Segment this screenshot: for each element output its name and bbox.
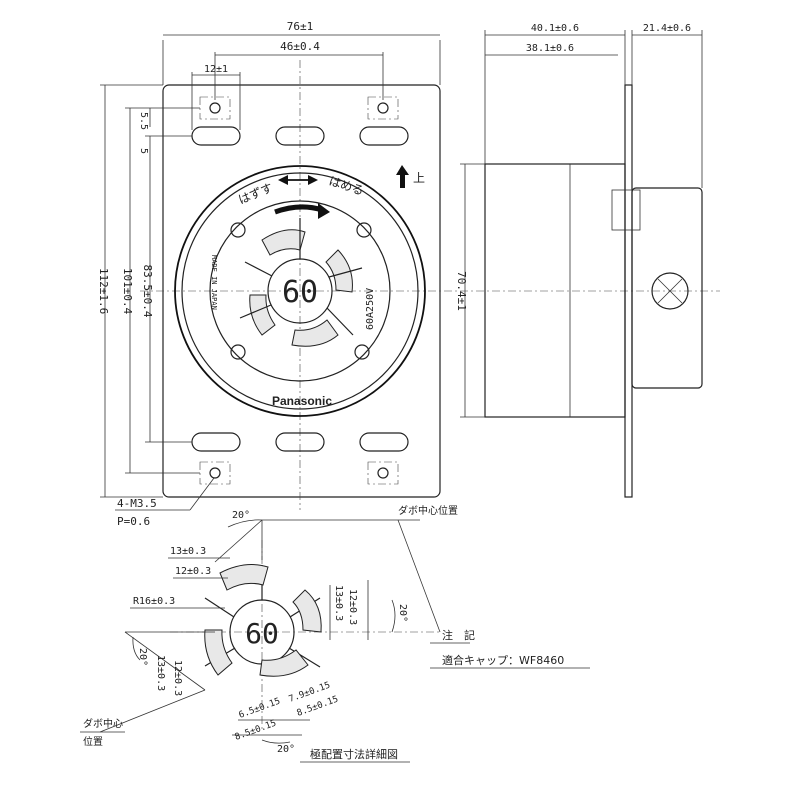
- spoke-4: [239, 304, 272, 319]
- blade-slot-left: [249, 294, 276, 336]
- blade-slot-top: [261, 229, 306, 256]
- dim-offset-5-5: 5.5: [138, 112, 149, 130]
- detail-center-ref-left-1: ダボ中心: [83, 717, 123, 730]
- screw-hole-bottom-right: [367, 461, 399, 485]
- detail-b65: 6.5±0.15: [238, 697, 282, 721]
- rotate-arrow: [274, 204, 323, 215]
- terminal-screw-icon: [651, 272, 689, 310]
- slot-top-left: [191, 126, 241, 146]
- screw-spec: 4-M3.5: [117, 497, 157, 510]
- made-label: MADE IN JAPAN: [210, 255, 218, 310]
- insert-label: はめる: [327, 174, 366, 198]
- dim-depth-214: 21.4±0.6: [643, 23, 691, 34]
- terminal-block: [631, 187, 703, 389]
- receptacle-ring-2: [181, 172, 419, 410]
- detail-d13-right: 13±0.3: [333, 585, 344, 621]
- spoke-3: [326, 307, 354, 336]
- detail-d12-left: 12±0.3: [172, 660, 183, 696]
- dim-height-835: 83.5±0.4: [141, 265, 154, 318]
- detail-blade-left: [204, 629, 233, 676]
- rotate-arrow-head: [318, 203, 330, 219]
- dim-offset-5: 5: [138, 148, 149, 154]
- receptacle-face: [209, 200, 391, 382]
- slot-bottom-right: [359, 432, 409, 452]
- detail-angle-top: 20°: [232, 510, 250, 521]
- spoke-5: [244, 261, 273, 277]
- dim-hole-pitch: 46±0.4: [280, 40, 320, 53]
- blade-slot-right: [325, 249, 353, 293]
- dim-plate-width: 76±1: [287, 20, 314, 33]
- detail-d12-right: 12±0.3: [347, 589, 358, 625]
- slot-bottom-left: [191, 432, 241, 452]
- dim-slot-width: 12±1: [204, 64, 228, 75]
- notes-heading: 注 記: [442, 628, 475, 642]
- screw-pitch: P=0.6: [117, 515, 150, 528]
- amp-label: 60A250V: [365, 288, 376, 330]
- rating-label: 60: [282, 275, 318, 310]
- dim-depth-401: 40.1±0.6: [531, 23, 579, 34]
- detail-radius: R16±0.3: [133, 596, 175, 607]
- detail-blade-top: [219, 564, 269, 591]
- face-screw-tr: [356, 222, 372, 238]
- detail-center-ref-left-2: 位置: [83, 735, 103, 748]
- detail-angle-bottom: 20°: [277, 744, 295, 755]
- face-screw-br: [354, 344, 370, 360]
- up-arrow-icon: [396, 165, 409, 188]
- face-screw-bl: [230, 344, 246, 360]
- pole-detail-view: 60 20° ダボ中心位置 13±0.3 12±0.3 R16±0.3 20° …: [80, 504, 458, 763]
- dim-height-101: 101±0.4: [121, 268, 134, 315]
- screw-hole-top-right: [367, 96, 399, 120]
- terminal-clip: [611, 189, 641, 231]
- arrow-head-right: [308, 175, 318, 185]
- detail-angle-left: 20°: [137, 648, 148, 666]
- notes-cap: 適合キャップ：WF8460: [442, 653, 564, 667]
- face-screw-tl: [230, 222, 246, 238]
- detail-title: 極配置寸法詳細図: [310, 747, 398, 761]
- spoke-2: [328, 267, 363, 278]
- detail-blade-bottom: [259, 649, 309, 677]
- detail-angle-right: 20°: [397, 604, 408, 622]
- detail-spoke-5: [204, 597, 235, 618]
- detail-center-ref-top: ダボ中心位置: [398, 504, 458, 517]
- up-label: 上: [413, 171, 425, 185]
- detail-d13-top: 13±0.3: [170, 546, 206, 557]
- brand-label: Panasonic: [272, 394, 332, 408]
- slot-top-center: [275, 126, 325, 146]
- receptacle-outer-ring: [174, 165, 426, 417]
- body-housing: [484, 163, 626, 418]
- notes: 注 記 適合キャップ：WF8460: [430, 628, 590, 669]
- release-label: はずす: [236, 181, 275, 207]
- dim-height-total: 112±1.6: [97, 268, 110, 314]
- screw-hole-bottom-left: [199, 461, 231, 485]
- detail-d12-top: 12±0.3: [175, 566, 211, 577]
- front-view: はずす はめる 上 60 60A250V MADE IN JAPAN Panas…: [97, 20, 720, 528]
- blade-slot-bottom: [291, 319, 339, 347]
- arrow-head-left: [278, 175, 288, 185]
- side-view: 40.1±0.6 38.1±0.6 21.4±0.6 70.4±1: [455, 23, 703, 498]
- detail-d13-left: 13±0.3: [155, 655, 166, 691]
- slot-bottom-center: [275, 432, 325, 452]
- detail-b85: 8.5±0.15: [234, 719, 278, 743]
- slot-top-right: [359, 126, 409, 146]
- detail-blade-right: [292, 589, 322, 633]
- dim-depth-381: 38.1±0.6: [526, 43, 574, 54]
- screw-hole-top-left: [199, 96, 231, 120]
- dim-body-704: 70.4±1: [455, 271, 468, 311]
- screw-leader: [189, 477, 215, 511]
